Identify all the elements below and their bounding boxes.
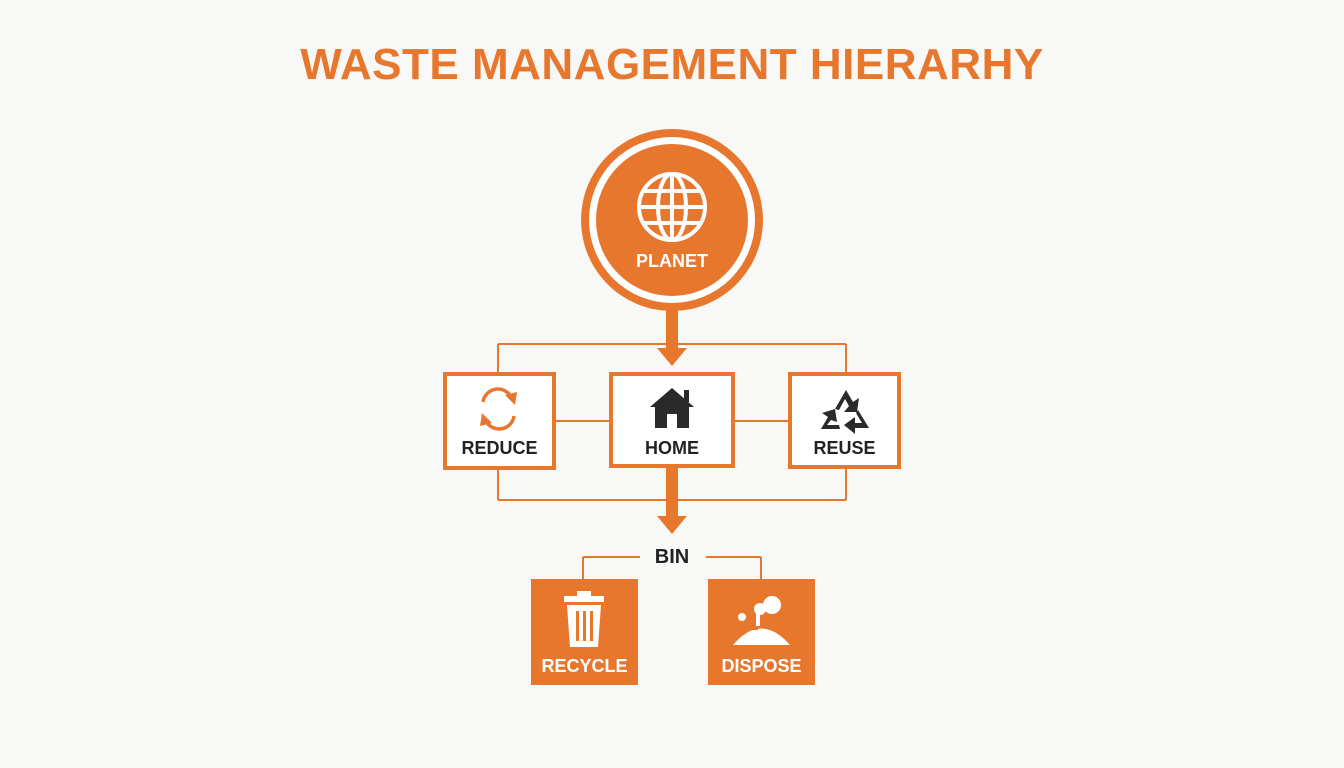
reduce-label: REDUCE — [461, 438, 538, 458]
bin-label: BIN — [654, 546, 690, 568]
arrow-home-to-bin — [657, 466, 687, 534]
home-label: HOME — [645, 438, 699, 458]
reuse-label: REUSE — [813, 438, 876, 458]
recycle-node — [531, 579, 638, 685]
dispose-label: DISPOSE — [721, 656, 802, 676]
planet-label: PLANET — [636, 251, 708, 271]
home-node — [609, 372, 735, 468]
arrow-planet-to-home — [657, 309, 687, 366]
trash-can-icon — [564, 591, 604, 647]
globe-icon — [637, 172, 707, 242]
house-icon — [650, 388, 694, 428]
cycle-arrows-icon — [480, 387, 517, 431]
diagram-title: WASTE MANAGEMENT HIERARHY — [300, 40, 1044, 89]
reduce-node — [443, 372, 556, 470]
planet-node — [581, 129, 763, 311]
recycle-label: RECYCLE — [541, 656, 628, 676]
recycle-icon — [821, 390, 869, 434]
dispose-node — [708, 579, 815, 685]
landfill-icon — [733, 596, 790, 645]
reuse-node — [788, 372, 901, 469]
